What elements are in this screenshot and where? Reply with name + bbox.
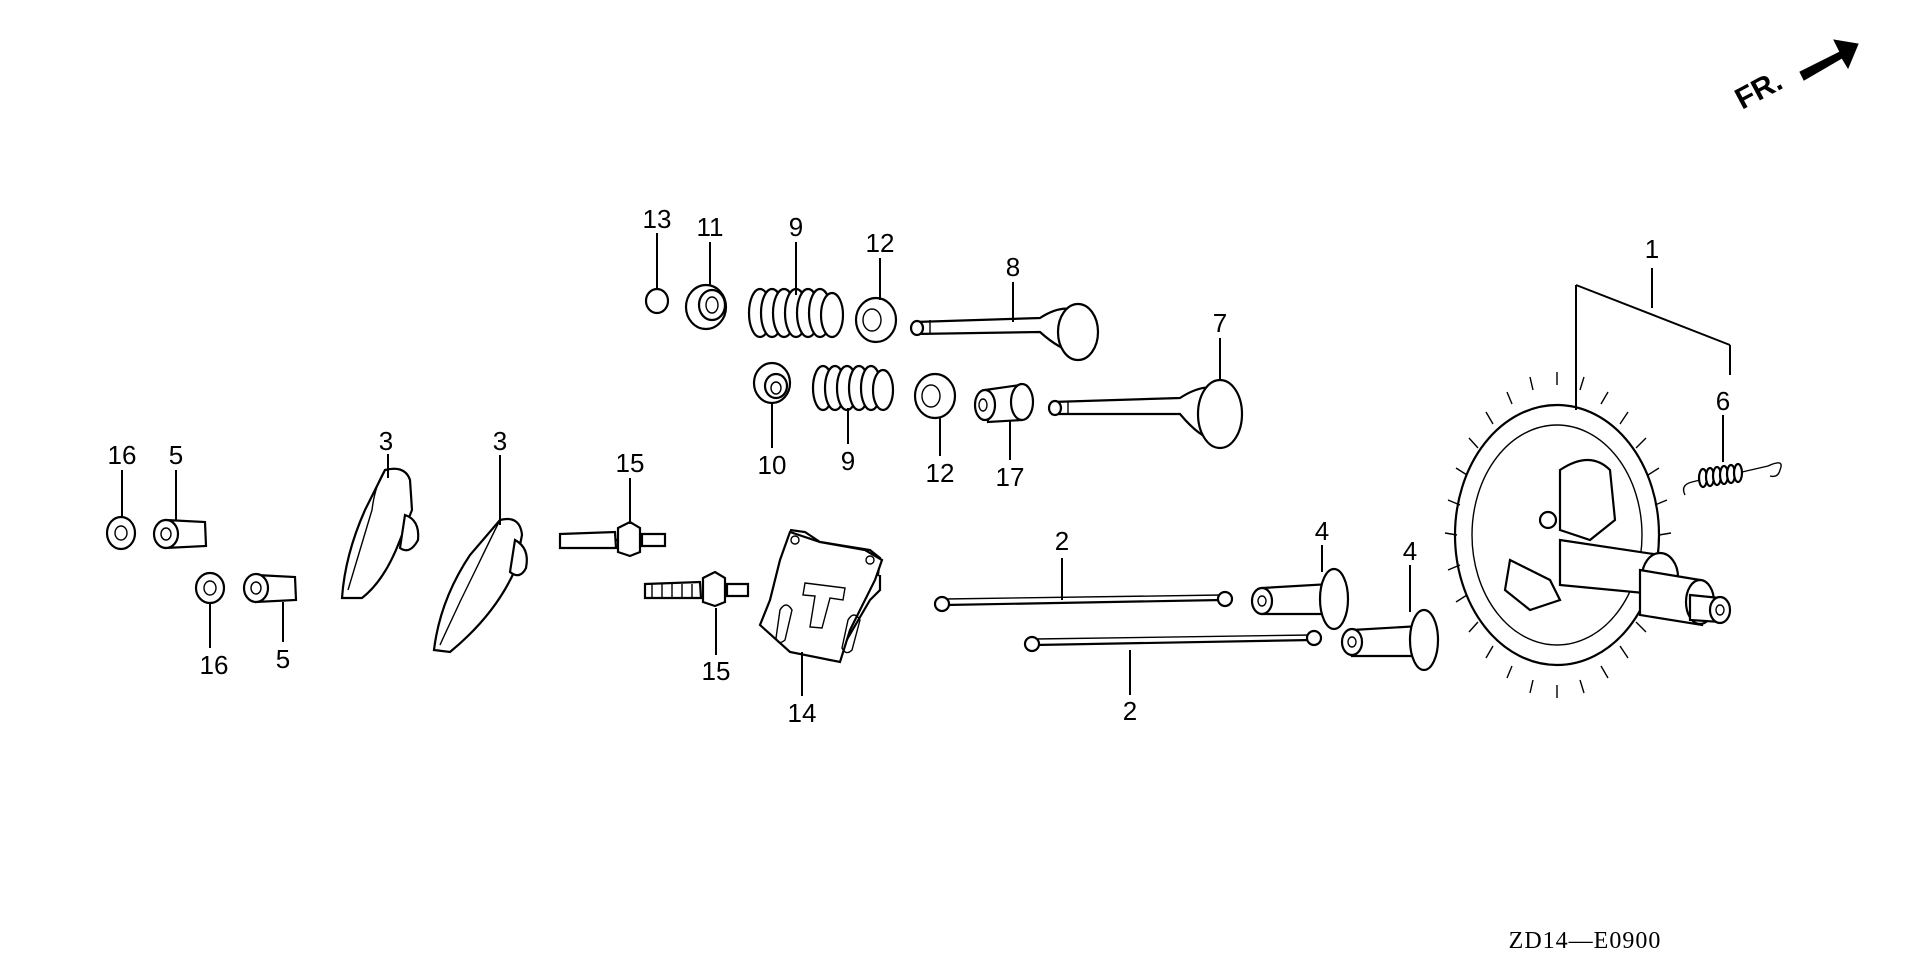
valve-lifter-4-lower (1340, 608, 1440, 672)
callout-16-upper: 16 (108, 440, 137, 470)
diagram-code: ZD14—E0900 (1509, 928, 1662, 954)
pivot-5-lower (242, 572, 298, 604)
spring-retainer-10 (752, 361, 792, 405)
leader-lines (121, 233, 1731, 696)
pushrod-2-upper (933, 590, 1234, 613)
callout-4-lower: 4 (1403, 536, 1417, 566)
rocker-arm-3-right (432, 517, 528, 654)
callout-10: 10 (758, 450, 787, 480)
rocker-arm-3-left (340, 467, 420, 600)
callout-15-lower: 15 (702, 656, 731, 686)
callout-2-lower: 2 (1123, 696, 1137, 726)
callout-3-left: 3 (379, 426, 393, 456)
callout-12-upper: 12 (866, 228, 895, 258)
callout-13: 13 (643, 204, 672, 234)
callout-8: 8 (1006, 252, 1020, 282)
callout-labels: 1 2 2 3 3 4 4 5 5 6 7 8 9 9 10 11 12 12 … (108, 204, 1731, 728)
callout-5-upper: 5 (169, 440, 183, 470)
rocker-stud-15-upper (558, 520, 667, 558)
spring-retainer-11 (684, 283, 728, 331)
callout-1: 1 (1645, 234, 1659, 264)
callout-16-lower: 16 (200, 650, 229, 680)
callout-4-upper: 4 (1315, 516, 1329, 546)
callout-9-lower: 9 (841, 446, 855, 476)
decompressor-spring-6 (1682, 462, 1782, 496)
pushrod-2-lower (1023, 629, 1323, 653)
front-arrow-icon (1799, 39, 1859, 81)
callout-15-upper: 15 (616, 448, 645, 478)
exhaust-valve-8 (909, 302, 1100, 362)
valve-cap-13 (644, 287, 670, 315)
nut-16-upper (105, 515, 137, 551)
valve-spring-9-lower (811, 364, 895, 412)
camshaft-assembly-1 (1444, 372, 1732, 698)
pushrod-guide-plate-14 (758, 528, 884, 664)
callout-17: 17 (996, 462, 1025, 492)
pivot-5-upper (152, 518, 208, 550)
valve-lifter-4-upper (1250, 567, 1350, 631)
callout-11: 11 (697, 212, 724, 242)
intake-valve-7 (1047, 378, 1244, 450)
spring-seat-12-upper (854, 296, 898, 344)
callout-14: 14 (788, 698, 817, 728)
callout-5-lower: 5 (276, 644, 290, 674)
callout-3-right: 3 (493, 426, 507, 456)
callout-9-upper: 9 (789, 212, 803, 242)
rocker-stud-15-lower (643, 570, 750, 608)
valve-spring-9-upper (747, 287, 845, 339)
spring-seat-12-lower (913, 372, 957, 420)
front-direction-indicator: FR. (1730, 39, 1859, 116)
nut-16-lower (194, 571, 226, 605)
front-direction-label: FR. (1730, 64, 1788, 116)
valve-rotator-17 (973, 382, 1035, 424)
callout-12-lower: 12 (926, 458, 955, 488)
callout-6: 6 (1716, 386, 1730, 416)
callout-2-upper: 2 (1055, 526, 1069, 556)
callout-7: 7 (1213, 308, 1227, 338)
